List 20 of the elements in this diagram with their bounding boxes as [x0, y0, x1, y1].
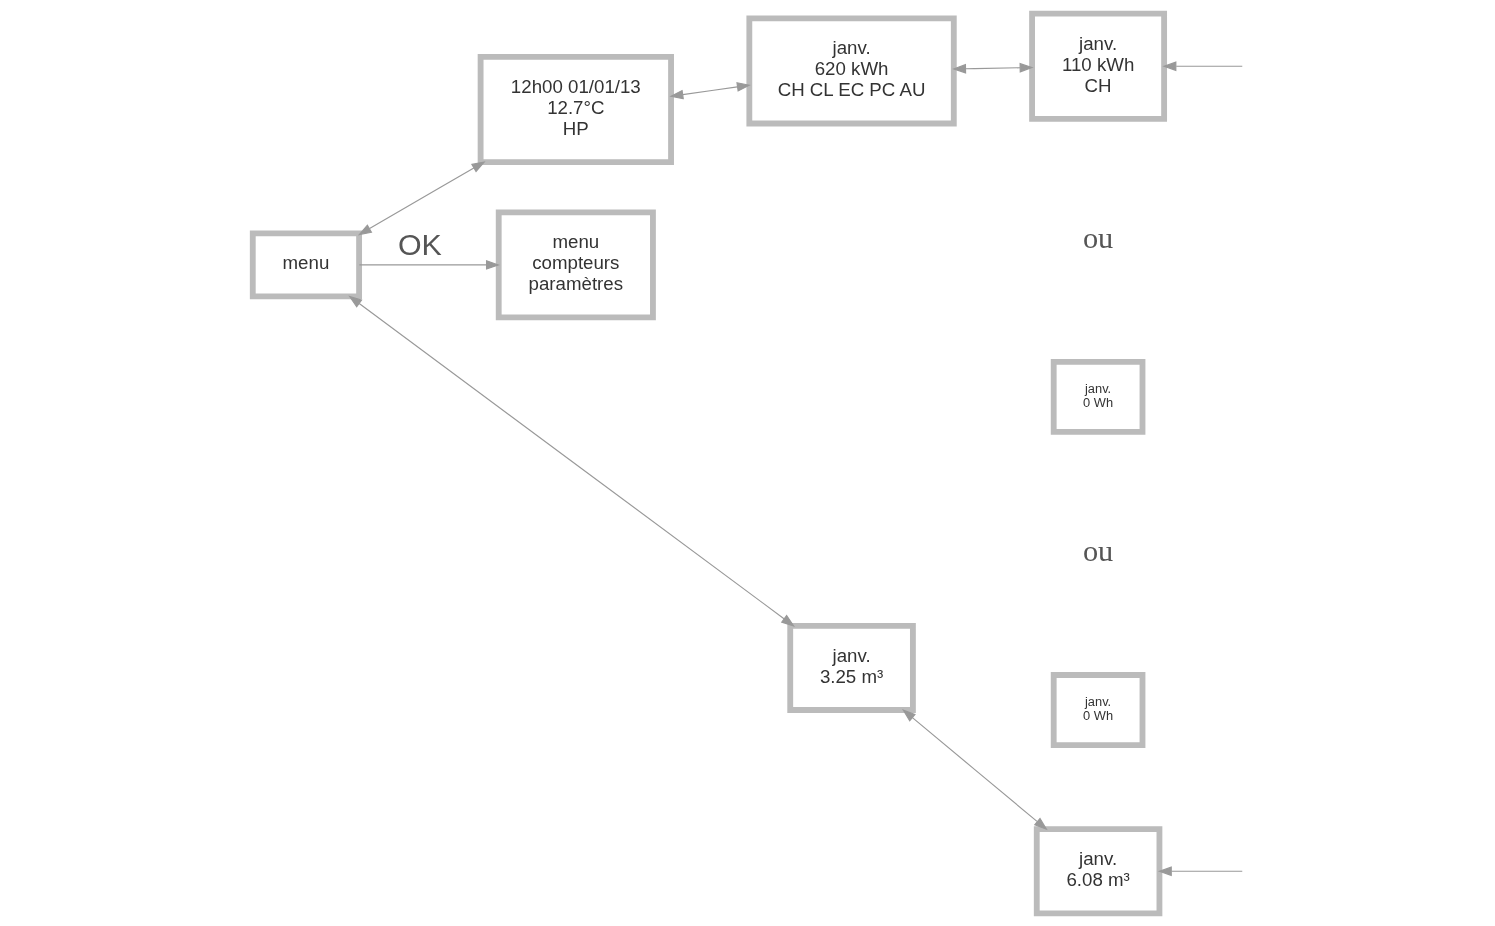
label: ou — [1082, 220, 1113, 255]
node-box: menu — [249, 229, 362, 299]
node-box: janv. 6.08 m³ — [1033, 825, 1162, 916]
arrow — [901, 708, 1048, 830]
node-box: 12h00 01/01/13 12.7°C HP — [477, 53, 674, 165]
arrow — [668, 81, 751, 99]
label: ou — [1082, 533, 1113, 568]
node-box: menu compteurs paramètres — [495, 208, 656, 320]
node-box: janv. 3.25 m³ — [786, 622, 916, 713]
arrow — [358, 259, 500, 270]
node-box: janv. 0 Wh — [1050, 358, 1145, 435]
arrow — [357, 160, 486, 235]
arrow — [1157, 865, 1243, 876]
arrow — [347, 294, 795, 627]
arrow — [1161, 60, 1243, 71]
node-box: janv. 110 kWh CH — [1028, 10, 1167, 122]
node-box: janv. 620 kWh CH CL EC PC AU — [745, 14, 957, 126]
edge-label: OK — [397, 227, 442, 261]
arrow — [951, 62, 1034, 74]
node-box: janv. 0 Wh — [1050, 671, 1145, 748]
